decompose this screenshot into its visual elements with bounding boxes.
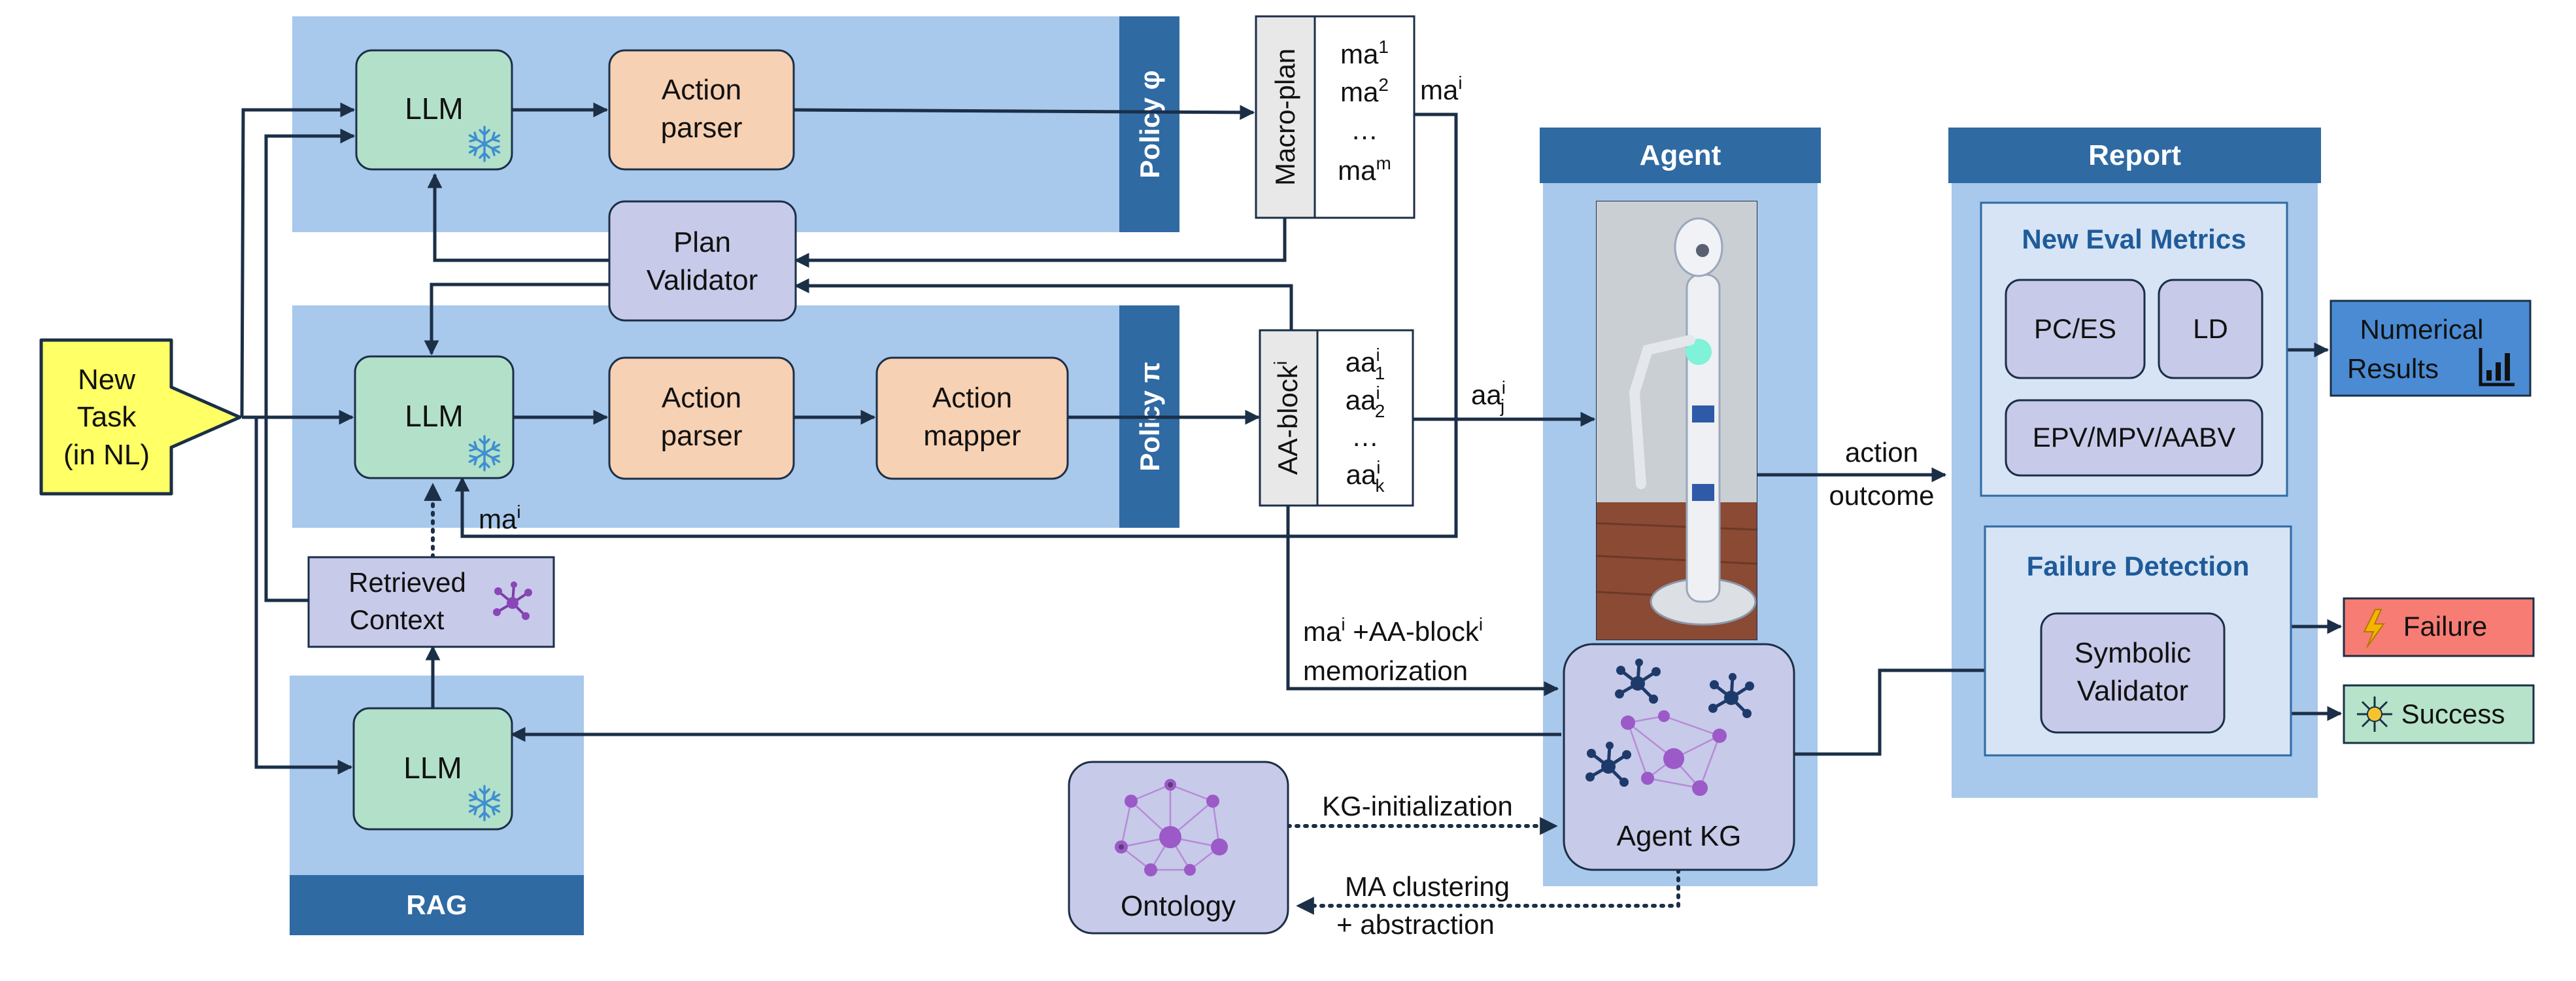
svg-text:Success: Success [2401, 698, 2505, 729]
svg-text:LD: LD [2193, 313, 2228, 344]
svg-text:PC/ES: PC/ES [2034, 313, 2116, 344]
agent-robot-image [1596, 201, 1757, 640]
policy-pi-action-parser: Action parser [608, 356, 795, 480]
agent-kg: Agent KG [1563, 643, 1795, 871]
edge-label-ma-clustering: MA clustering [1345, 871, 1510, 902]
svg-text:…: … [1351, 421, 1379, 452]
success-outcome: Success [2343, 684, 2535, 744]
svg-text:ma1: ma1 [1340, 37, 1389, 69]
svg-text:Results: Results [2347, 353, 2439, 384]
svg-text:Plan: Plan [673, 226, 731, 258]
report-title: Report [2088, 139, 2181, 171]
svg-text:LLM: LLM [403, 751, 462, 785]
svg-text:Validator: Validator [647, 264, 758, 296]
svg-text:Agent KG: Agent KG [1617, 820, 1742, 852]
svg-text:mam: mam [1338, 153, 1391, 186]
policy-phi-action-parser: Action parser [608, 49, 795, 171]
svg-text:Failure Detection: Failure Detection [2027, 551, 2250, 581]
new-task-arrow: New Task (in NL) [39, 338, 242, 496]
edge-label-ma-i-bottom: mai [479, 502, 521, 534]
svg-text:EPV/MPV/AABV: EPV/MPV/AABV [2033, 422, 2235, 453]
rag-title: RAG [406, 889, 467, 920]
svg-text:parser: parser [661, 112, 743, 144]
metric-ld: LD [2158, 279, 2263, 379]
bar-chart-icon [2479, 348, 2515, 387]
edge-label-memorization: mai +AA-blocki [1303, 614, 1483, 647]
rag-title-bar [290, 875, 584, 935]
svg-text:Action: Action [662, 74, 741, 106]
sparkle-icon [2357, 697, 2392, 732]
svg-text:Failure: Failure [2403, 611, 2487, 642]
svg-text:…: … [1351, 114, 1378, 145]
svg-text:LLM: LLM [405, 399, 463, 433]
edge-label-outcome: outcome [1829, 480, 1934, 511]
policy-pi-action-mapper: Action mapper [875, 356, 1069, 480]
numerical-results: Numerical Results [2330, 300, 2532, 397]
policy-pi-llm: LLM [354, 355, 515, 479]
policy-phi-title-bar [1119, 16, 1179, 232]
failure-outcome: Failure [2343, 597, 2535, 657]
plan-validator: Plan Validator [608, 200, 797, 322]
edge-label-kg-initialization: KG-initialization [1322, 791, 1513, 821]
metric-epv-mpv-aabv: EPV/MPV/AABV [2005, 399, 2263, 477]
svg-text:Symbolic: Symbolic [2075, 637, 2192, 669]
svg-text:AA-blocki: AA-blocki [1270, 361, 1303, 475]
report-title-bar [1948, 128, 2321, 183]
svg-text:(in NL): (in NL) [63, 439, 150, 471]
svg-text:Action: Action [932, 382, 1012, 414]
symbolic-validator: Symbolic Validator [2040, 612, 2226, 734]
agent-title: Agent [1640, 139, 1721, 171]
svg-text:Validator: Validator [2077, 675, 2188, 707]
lightning-icon [2363, 609, 2385, 648]
rag-llm: LLM [352, 707, 513, 831]
edge-label-ma-i-top: mai [1420, 73, 1463, 105]
svg-text:Task: Task [77, 401, 137, 433]
retrieved-context: Retrieved Context [307, 556, 555, 648]
agent-title-bar [1540, 128, 1821, 183]
policy-phi-title: Policy φ [1134, 70, 1165, 178]
edge-label-action: action [1845, 437, 1918, 468]
svg-text:Numerical: Numerical [2360, 314, 2483, 345]
svg-text:Action: Action [662, 382, 741, 414]
svg-text:Macro-plan: Macro-plan [1270, 48, 1300, 186]
svg-text:New Eval Metrics: New Eval Metrics [2022, 224, 2246, 254]
svg-text:Ontology: Ontology [1121, 890, 1236, 922]
edge-label-abstraction: + abstraction [1336, 909, 1495, 940]
edge-label-memorization-line2: memorization [1303, 655, 1468, 686]
metric-pc-es: PC/ES [2005, 279, 2146, 379]
ontology: Ontology [1068, 761, 1289, 935]
svg-text:Retrieved: Retrieved [348, 567, 466, 598]
macro-plan: Macro-plan ma1 ma2 … mam [1255, 15, 1415, 219]
svg-text:parser: parser [661, 420, 743, 452]
svg-text:mapper: mapper [923, 420, 1021, 452]
svg-text:Context: Context [350, 604, 445, 635]
svg-text:ma2: ma2 [1340, 75, 1389, 107]
svg-text:New: New [78, 364, 135, 396]
svg-text:LLM: LLM [405, 92, 463, 126]
policy-phi-llm: LLM [355, 49, 513, 171]
